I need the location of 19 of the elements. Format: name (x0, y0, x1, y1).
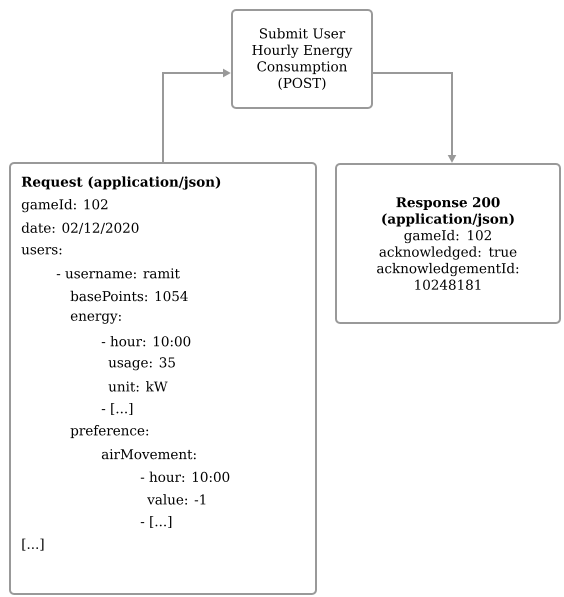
process-box: Submit User Hourly Energy Consumption (POST) (231, 9, 373, 109)
request-field: users: (22, 247, 62, 254)
request-field: - hour: 10:00 (102, 336, 190, 346)
response-box: Response 200 (application/json) gameId: 102 acknowledged: true acknowledgementId: 10248181 (335, 163, 561, 324)
request-field: - hour: 10:00 (140, 472, 230, 482)
request-field: - [...] (140, 516, 172, 528)
request-field: basePoints: 1054 (70, 290, 188, 302)
request-field: gameId: 102 (22, 198, 108, 212)
request-field: value: -1 (147, 494, 206, 505)
request-field: usage: 35 (108, 357, 175, 370)
request-field: airMovement: (102, 449, 196, 460)
request-field: unit: kW (108, 381, 168, 392)
request-field: - [...] (102, 402, 132, 416)
request-field: [...] (22, 538, 44, 551)
request-field: energy: (70, 314, 121, 324)
request-field: - username: ramit (56, 268, 180, 278)
request-field: preference: (70, 425, 148, 438)
request-field: date: 02/12/2020 (22, 222, 138, 234)
request-heading: Request (application/json) (22, 176, 220, 190)
